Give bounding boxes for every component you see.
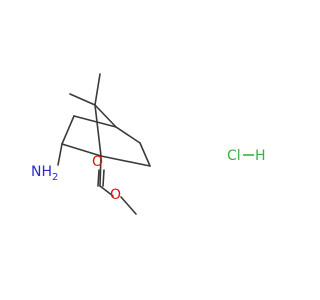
bond-c6-c1 bbox=[100, 155, 151, 167]
bond-c7-c4 bbox=[94, 104, 117, 128]
bond-carbonyl-double-a bbox=[97, 169, 100, 187]
amine-label: NH2 bbox=[31, 164, 58, 183]
carbonyl-oxygen-label: O bbox=[92, 154, 103, 170]
bond-c7-methyl-a bbox=[69, 93, 96, 106]
bond-c4-c5 bbox=[115, 126, 141, 144]
amine-nh-label: NH bbox=[31, 164, 52, 180]
bond-c7-methyl-b bbox=[94, 73, 101, 106]
structure-diagram: NH2 O O Cl H bbox=[31, 73, 266, 215]
bond-c1-c7 bbox=[94, 104, 102, 157]
bond-carbonyl-ester-o bbox=[99, 185, 114, 197]
amine-subscript: 2 bbox=[52, 172, 58, 183]
hcl-hydrogen-label: H bbox=[255, 148, 266, 164]
bond-c3-c4 bbox=[73, 115, 117, 128]
hcl-chlorine-label: Cl bbox=[227, 148, 241, 164]
bond-c1-carbonyl bbox=[99, 155, 102, 187]
bond-c2-c3 bbox=[61, 115, 75, 145]
bond-ester-o-methyl bbox=[120, 196, 137, 215]
bond-c2-n bbox=[57, 143, 63, 166]
ester-oxygen-label: O bbox=[110, 187, 121, 203]
molecule-drawing: NH2 O O Cl H bbox=[31, 73, 266, 215]
bond-c5-c6 bbox=[139, 142, 151, 167]
bond-carbonyl-double-b bbox=[102, 169, 105, 187]
bond-c1-c2 bbox=[61, 143, 102, 157]
